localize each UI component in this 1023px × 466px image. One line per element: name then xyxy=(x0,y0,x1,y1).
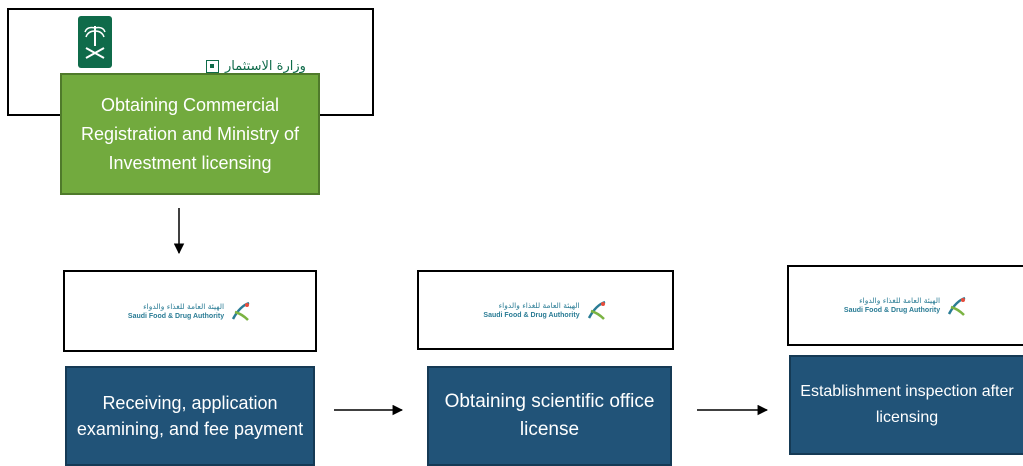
investment-logo-text: وزارة الاستثمار xyxy=(225,58,306,74)
step-scientific-office-license-label: Obtaining scientific office license xyxy=(444,391,655,440)
sfda-arabic-text: الهيئة العامة للغذاء والدواء xyxy=(143,301,225,311)
sfda-english-text: Saudi Food & Drug Authority xyxy=(483,311,580,319)
sfda-arabic-text: الهيئة العامة للغذاء والدواء xyxy=(498,300,580,310)
ministry-of-investment-logo: وزارة الاستثمار xyxy=(206,54,366,78)
step-establishment-inspection: Establishment inspection after licensing xyxy=(789,355,1023,455)
sfda-english-text: Saudi Food & Drug Authority xyxy=(843,307,941,314)
sfda-logo-frame-3: الهيئة العامة للغذاء والدواء Saudi Food … xyxy=(787,265,1023,346)
step-commercial-registration-label: Obtaining Commercial Registration and Mi… xyxy=(80,94,300,173)
sfda-arabic-text: الهيئة العامة للغذاء والدواء xyxy=(859,296,941,305)
sfda-logo-icon xyxy=(587,300,606,320)
step-scientific-office-license: Obtaining scientific office license xyxy=(427,366,672,466)
step-application-fee-payment: Receiving, application examining, and fe… xyxy=(65,366,315,466)
investment-mark-icon xyxy=(206,59,219,73)
step-application-fee-payment-label: Receiving, application examining, and fe… xyxy=(76,393,304,439)
sfda-logo-icon xyxy=(231,301,250,321)
sfda-logo-frame-2: الهيئة العامة للغذاء والدواء Saudi Food … xyxy=(417,270,674,350)
step-commercial-registration: Obtaining Commercial Registration and Mi… xyxy=(60,73,320,195)
sfda-english-text: Saudi Food & Drug Authority xyxy=(127,312,225,320)
sfda-logo-icon xyxy=(947,296,966,316)
saudi-emblem-icon xyxy=(78,16,112,68)
sfda-logo-frame-1: الهيئة العامة للغذاء والدواء Saudi Food … xyxy=(63,270,317,352)
step-establishment-inspection-label: Establishment inspection after licensing xyxy=(800,383,1014,426)
